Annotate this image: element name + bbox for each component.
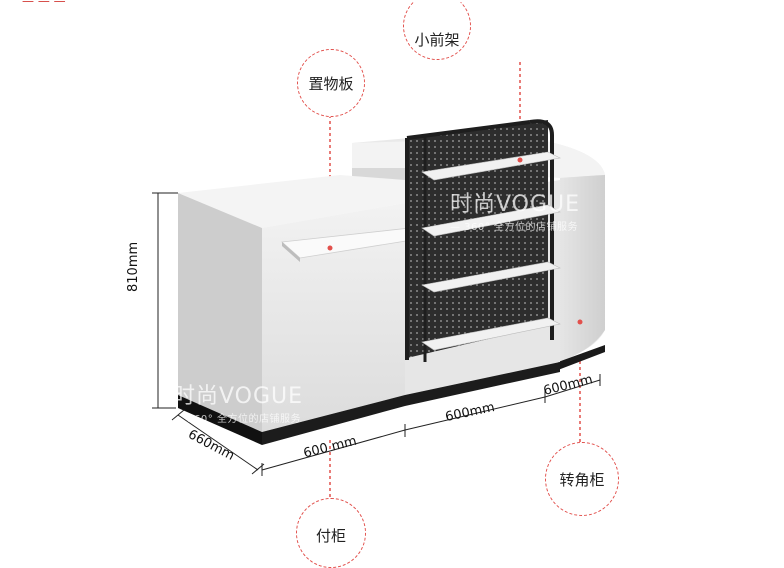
- shelf-marker: [327, 245, 333, 251]
- small-front-rack: [405, 119, 583, 362]
- callout-small-front-rack: 小前架: [403, 0, 471, 60]
- callout-checkout-counter-label: 付柜: [315, 527, 346, 545]
- callout-shelf-board: 置物板: [297, 49, 365, 117]
- callout-small-front-rack-label: 小前架: [414, 30, 460, 49]
- callout-corner-cabinet-label: 转角柜: [559, 470, 605, 489]
- watermark-upper-tagline: — 360° 全方位的店铺服务: [450, 222, 578, 233]
- watermark-lower-brand: 时尚VOGUE: [173, 384, 304, 409]
- watermark-lower: 时尚VOGUE — 360° 全方位的店铺服务: [173, 378, 303, 425]
- dimension-lines: [152, 192, 601, 476]
- corner-marker: [577, 319, 583, 325]
- watermark-upper: 时尚VOGUE — 360° 全方位的店铺服务: [450, 186, 580, 233]
- watermark-lower-tagline: — 360° 全方位的店铺服务: [173, 414, 301, 425]
- callout-shelf-board-label: 置物板: [308, 74, 354, 93]
- top-fragment-text: — — —: [22, 0, 66, 8]
- dimension-height: 810mm: [126, 241, 141, 292]
- watermark-upper-brand: 时尚VOGUE: [450, 192, 581, 217]
- callout-checkout-counter: 付柜: [296, 498, 366, 568]
- rack-marker: [517, 157, 523, 163]
- callout-corner-cabinet: 转角柜: [545, 442, 619, 516]
